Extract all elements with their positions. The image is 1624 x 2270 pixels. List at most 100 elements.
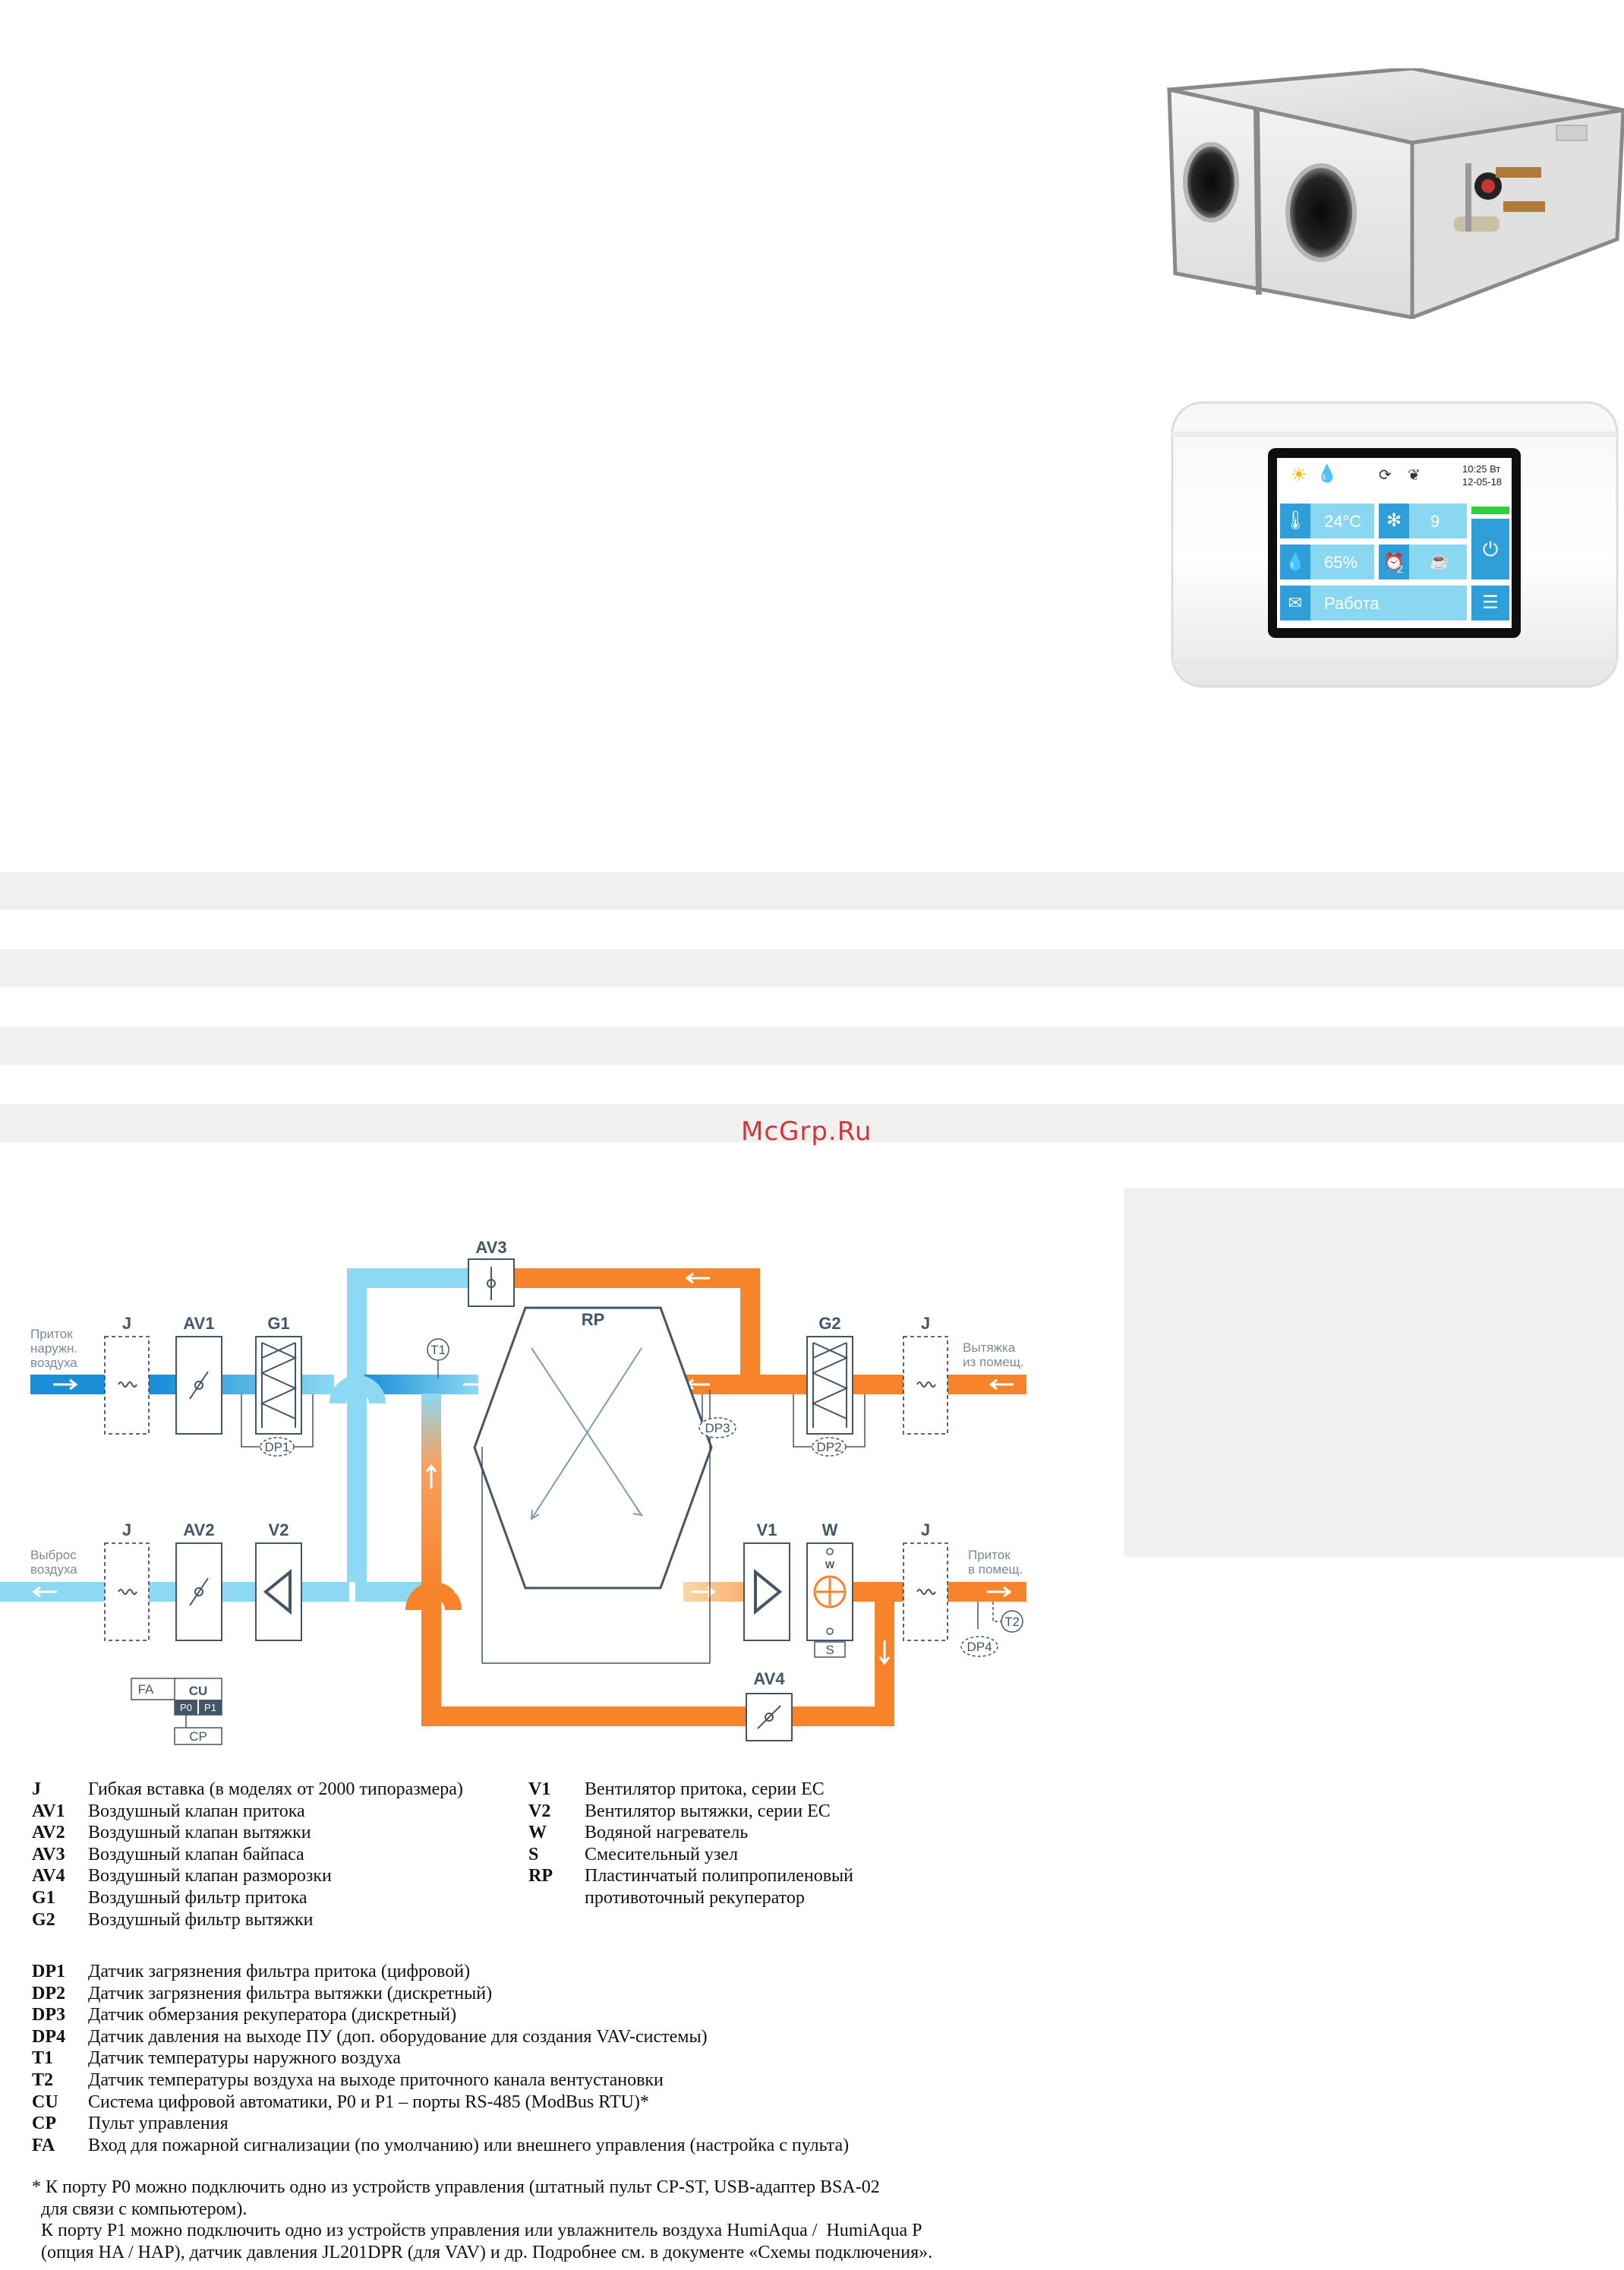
legend-code: DP2 <box>32 1983 65 2003</box>
stream-label-outlet: Выброс <box>30 1548 77 1562</box>
legend-code: J <box>32 1779 41 1799</box>
envelope-icon: ✉ <box>1280 586 1310 620</box>
sun-icon: ☀ <box>1291 465 1307 485</box>
clock-time: 10:25 Вт <box>1462 463 1501 475</box>
footnote-line: для связи с компьютером). <box>32 2199 248 2219</box>
legend-description: Воздушный клапан притока <box>88 1801 305 1821</box>
footnote: * К порту P0 можно подключить одно из ус… <box>32 2177 1110 2263</box>
label-fa: FA <box>138 1682 154 1697</box>
leaf-icon: ❦ <box>1408 467 1421 484</box>
legend-description: Пульт управления <box>88 2114 229 2134</box>
air-flow-diagram: J AV1 G1 AV3 RP G2 J J AV2 V2 V1 W J AV4… <box>0 1238 1026 1745</box>
label-t2: T2 <box>1004 1615 1020 1629</box>
legend-code: AV4 <box>32 1866 65 1886</box>
legend-code: T2 <box>32 2070 54 2090</box>
table-band <box>0 1104 1624 1142</box>
legend-description: Вход для пожарной сигнализации (по умолч… <box>88 2135 850 2155</box>
footnote-line: * К порту P0 можно подключить одно из ус… <box>32 2177 880 2197</box>
legend-code: CP <box>32 2114 56 2134</box>
stream-label-room-supply: в помещ. <box>968 1562 1023 1577</box>
legend-row: AV1 Воздушный клапан притока <box>32 1801 533 1823</box>
legend-description: Воздушный клапан разморозки <box>88 1866 332 1886</box>
thermometer-icon: 🌡 <box>1280 504 1310 538</box>
legend-description: Воздушный клапан байпаса <box>88 1844 304 1864</box>
label-j: J <box>122 1314 131 1333</box>
stream-label-outdoor-intake: воздуха <box>30 1356 77 1370</box>
legend-description: Датчик обмерзания рекуператора (дискретн… <box>88 2005 457 2025</box>
alarm-count: 2 <box>1397 563 1403 575</box>
status-tile[interactable]: ✉ Работа <box>1280 586 1467 620</box>
label-av3: AV3 <box>475 1238 506 1257</box>
legend-description: Смесительный узел <box>585 1844 738 1864</box>
legend-description: противоточный рекуператор <box>585 1887 805 1908</box>
legend-row: CU Система цифровой автоматики, P0 и P1 –… <box>32 2092 1095 2114</box>
legend-description: Воздушный фильтр притока <box>88 1887 307 1908</box>
label-v1: V1 <box>757 1520 777 1539</box>
legend-description: Водяной нагреватель <box>585 1823 749 1843</box>
label-p1: P1 <box>204 1702 216 1713</box>
stream-label-room-supply: Приток <box>968 1548 1011 1562</box>
legend-code: AV1 <box>32 1801 65 1821</box>
legend-code: RP <box>528 1866 553 1886</box>
label-j: J <box>921 1520 930 1539</box>
legend-row: T1 Датчик температуры наружного воздуха <box>32 2047 1095 2070</box>
recirculation-icon: ⟳ <box>1379 467 1392 484</box>
label-g1: G1 <box>267 1314 289 1333</box>
legend-code: DP1 <box>32 1962 65 1981</box>
legend-code: G2 <box>32 1909 55 1930</box>
legend-description: Система цифровой автоматики, P0 и P1 – п… <box>88 2092 649 2112</box>
fan-speed-tile[interactable]: ✻ 9 <box>1379 504 1467 538</box>
label-cp: CP <box>189 1729 207 1744</box>
table-band <box>0 949 1624 987</box>
humidity-value: 65% <box>1324 553 1358 572</box>
label-dp3: DP3 <box>705 1421 730 1435</box>
footnote-line: К порту P1 можно подключить одно из устр… <box>32 2221 922 2241</box>
legend-code: V2 <box>528 1801 551 1821</box>
label-cu: CU <box>189 1684 208 1698</box>
legend-description: Датчик температуры воздуха на выходе при… <box>88 2070 664 2090</box>
label-p0: P0 <box>180 1702 192 1713</box>
legend-description: Датчик загрязнения фильтра вытяжки (диск… <box>88 1983 493 2003</box>
legend-row: FA Вход для пожарной сигнализации (по умо… <box>32 2135 1095 2157</box>
legend-code: FA <box>32 2135 55 2155</box>
stream-label-outdoor-intake: Приток <box>30 1327 73 1341</box>
legend-code: W <box>528 1823 547 1843</box>
label-dp1: DP1 <box>264 1440 289 1454</box>
status-text: Работа <box>1324 594 1380 613</box>
stream-label-room-exhaust: из помещ. <box>963 1355 1024 1369</box>
clock-date: 12-05-18 <box>1462 476 1503 488</box>
temperature-tile[interactable]: 🌡 24°C <box>1280 504 1374 538</box>
legend-row: V1 Вентилятор притока, серии EC <box>528 1779 954 1801</box>
schedule-tile[interactable]: ⏰ 2 ☕ <box>1379 545 1467 579</box>
legend-description: Датчик температуры наружного воздуха <box>88 2048 401 2069</box>
legend-row: CP Пульт управления <box>32 2113 1095 2135</box>
power-icon: ⏻ <box>1482 538 1499 560</box>
label-s: S <box>825 1643 834 1657</box>
legend-code: T1 <box>32 2048 54 2069</box>
menu-button[interactable]: ☰ <box>1471 586 1509 620</box>
legend-row: DP2 Датчик загрязнения фильтра вытяжки (д… <box>32 1983 1095 2005</box>
legend-description: Вентилятор притока, серии EC <box>585 1779 825 1799</box>
fan-icon: ✻ <box>1379 504 1409 538</box>
table-band <box>0 1027 1624 1065</box>
legend-code: V1 <box>528 1779 551 1799</box>
watermark: McGrp.Ru <box>741 1116 872 1147</box>
label-rp: RP <box>582 1310 605 1329</box>
power-button[interactable]: ⏻ <box>1471 519 1509 579</box>
legend-row: W Водяной нагреватель <box>528 1822 954 1844</box>
label-av1: AV1 <box>183 1314 214 1333</box>
label-t1: T1 <box>430 1343 446 1357</box>
legend-code: CU <box>32 2092 58 2112</box>
label-v2: V2 <box>269 1520 289 1539</box>
legend-row: AV4 Воздушный клапан разморозки <box>32 1865 533 1887</box>
legend-row: противоточный рекуператор <box>528 1887 954 1909</box>
humidity-tile[interactable]: 💧 65% <box>1280 545 1374 579</box>
alarm-clock-icon: ⏰ <box>1379 545 1409 579</box>
